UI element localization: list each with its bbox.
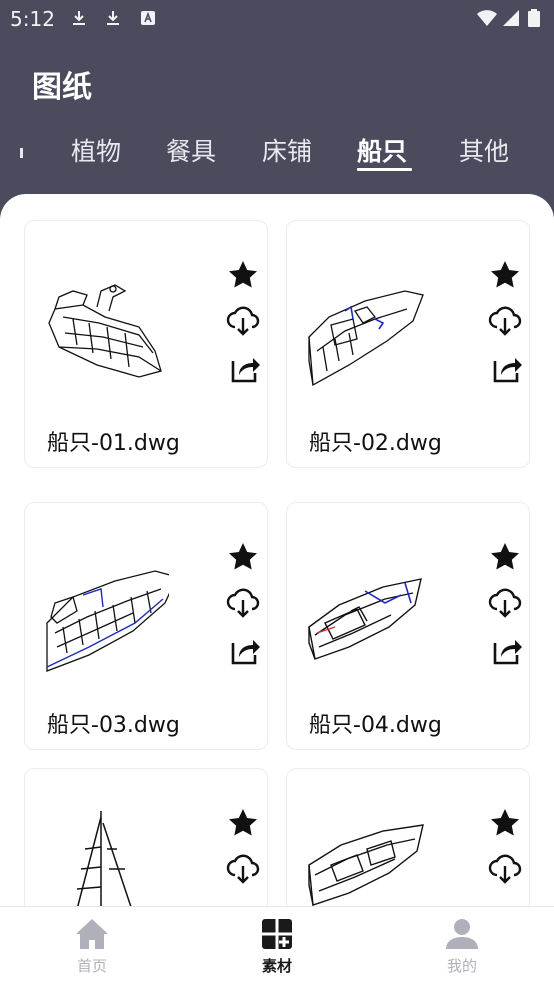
yacht-drawing (46, 570, 169, 672)
drawing-card[interactable]: 船只-02.dwg (286, 220, 530, 468)
drawing-card[interactable] (286, 768, 530, 906)
drawing-card[interactable] (24, 768, 268, 906)
share-icon[interactable] (487, 631, 523, 667)
jetski-drawing (48, 284, 162, 378)
rowboat-drawing (308, 578, 422, 660)
a-badge-icon (141, 11, 155, 25)
status-bar: 5:12 (0, 0, 554, 38)
bottom-navigation: 首页 素材 我的 (0, 906, 554, 984)
battery-icon (528, 9, 540, 27)
drawing-file-name: 船只-03.dwg (47, 713, 180, 738)
cloud-download-icon[interactable] (225, 851, 261, 887)
star-icon[interactable] (225, 805, 261, 841)
page-title: 图纸 (32, 70, 92, 105)
cloud-download-icon[interactable] (225, 585, 261, 621)
share-icon[interactable] (487, 349, 523, 385)
drawing-file-name: 船只-04.dwg (309, 713, 442, 738)
wifi-icon (477, 10, 497, 26)
tab-boats[interactable]: 船只 (357, 137, 408, 166)
cloud-download-icon[interactable] (487, 303, 523, 339)
nav-profile[interactable]: 我的 (417, 915, 507, 976)
star-icon[interactable] (487, 805, 523, 841)
drawing-card[interactable]: 船只-04.dwg (286, 502, 530, 750)
tab-other[interactable]: 其他 (459, 137, 510, 166)
nav-home-label: 首页 (76, 957, 107, 975)
share-icon[interactable] (225, 349, 261, 385)
drawing-file-name: 船只-01.dwg (47, 431, 180, 456)
cloud-download-icon[interactable] (487, 585, 523, 621)
user-icon (446, 919, 478, 949)
dinghy-drawing (308, 824, 424, 906)
grid-plus-icon (262, 919, 292, 949)
download-icon (73, 11, 85, 25)
nav-profile-label: 我的 (446, 957, 477, 975)
cloud-download-icon[interactable] (225, 303, 261, 339)
star-icon[interactable] (225, 539, 261, 575)
download-icon (107, 11, 119, 25)
star-icon[interactable] (225, 257, 261, 293)
active-tab-indicator (357, 168, 412, 171)
nav-materials-label: 素材 (261, 957, 292, 975)
drawing-card[interactable]: 船只-01.dwg (24, 220, 268, 468)
cloud-download-icon[interactable] (487, 851, 523, 887)
drawing-card[interactable]: 船只-03.dwg (24, 502, 268, 750)
signal-icon (503, 10, 519, 26)
category-tabs: 植物 餐具 床铺 船只 其他 (0, 126, 554, 178)
star-icon[interactable] (487, 539, 523, 575)
sailboat-drawing (76, 811, 132, 906)
share-icon[interactable] (225, 897, 261, 906)
tab-tableware[interactable]: 餐具 (166, 137, 217, 166)
speedboat-drawing (308, 290, 424, 387)
share-icon[interactable] (225, 631, 261, 667)
share-icon[interactable] (487, 897, 523, 906)
tab-plants[interactable]: 植物 (71, 137, 122, 166)
material-grid: 船只-01.dwg 船只-02.dwg (0, 194, 554, 906)
home-icon (76, 919, 108, 949)
status-time: 5:12 (10, 7, 55, 31)
star-icon[interactable] (487, 257, 523, 293)
tab-scroll-hint (20, 148, 23, 158)
nav-home[interactable]: 首页 (47, 915, 137, 976)
nav-materials[interactable]: 素材 (232, 915, 322, 976)
tab-beds[interactable]: 床铺 (262, 137, 313, 166)
drawing-file-name: 船只-02.dwg (309, 431, 442, 456)
